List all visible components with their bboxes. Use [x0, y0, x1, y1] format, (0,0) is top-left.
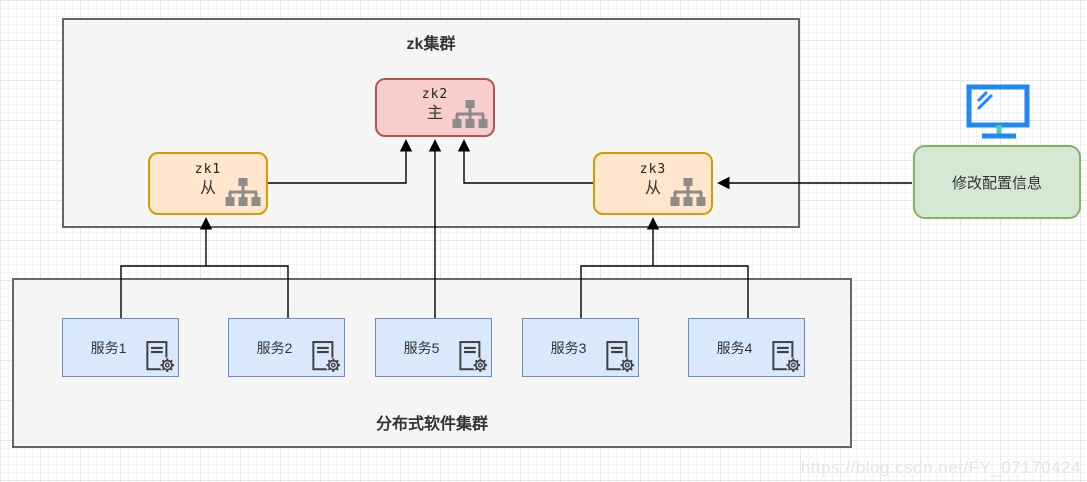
config-info-box: 修改配置信息	[913, 145, 1081, 219]
node-zk1-name: zk1	[194, 162, 222, 177]
service-label: 服务5	[403, 339, 440, 356]
document-gear-icon	[312, 340, 341, 374]
service-box-3: 服务3	[522, 318, 639, 377]
hierarchy-tree-icon	[451, 100, 489, 128]
service-box-2: 服务2	[228, 318, 345, 377]
service-label: 服务3	[550, 339, 587, 356]
zk-cluster-title: zk集群	[406, 36, 456, 53]
service-label: 服务4	[716, 339, 753, 356]
node-zk3-name: zk3	[639, 162, 667, 177]
document-gear-icon	[146, 340, 175, 374]
node-zk1: zk1 从	[148, 152, 268, 215]
service-label: 服务2	[256, 339, 293, 356]
node-zk2-name: zk2	[421, 87, 449, 102]
monitor-icon	[966, 84, 1030, 142]
node-zk2: zk2 主	[375, 78, 495, 137]
config-info-label: 修改配置信息	[951, 174, 1042, 192]
service-label: 服务1	[90, 339, 127, 356]
service-box-5: 服务5	[375, 318, 492, 377]
node-zk3: zk3 从	[593, 152, 713, 215]
document-gear-icon	[772, 340, 801, 374]
node-zk2-role: 主	[426, 105, 443, 122]
hierarchy-tree-icon	[224, 178, 262, 206]
service-box-1: 服务1	[62, 318, 179, 377]
hierarchy-tree-icon	[669, 178, 707, 206]
node-zk1-role: 从	[199, 180, 216, 197]
node-zk3-role: 从	[644, 180, 661, 197]
watermark: https://blog.csdn.net/FY_07170424	[800, 458, 1081, 477]
document-gear-icon	[459, 340, 488, 374]
service-box-4: 服务4	[688, 318, 805, 377]
document-gear-icon	[606, 340, 635, 374]
software-cluster-title: 分布式软件集群	[375, 416, 488, 433]
